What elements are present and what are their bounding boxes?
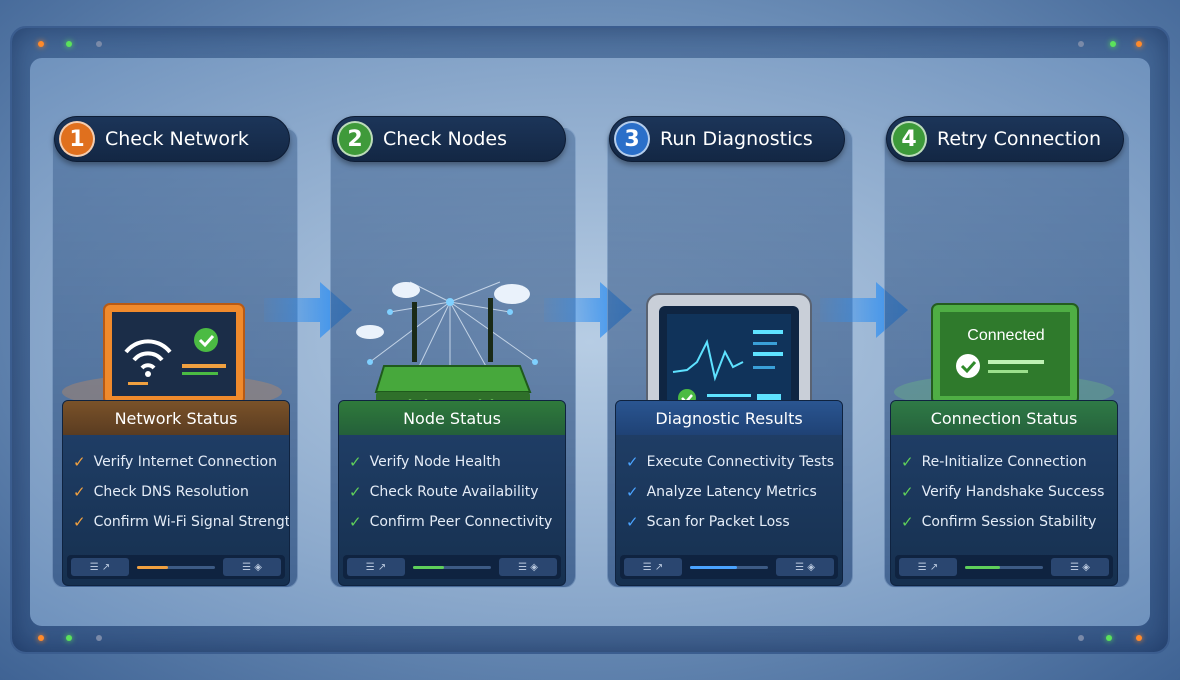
status-panel: Connection Status ✓ Re-Initialize Connect… xyxy=(890,400,1118,586)
step-header[interactable]: 3 Run Diagnostics xyxy=(609,116,845,162)
step-card-retry-connection: 4 Retry Connection Connected Connection … xyxy=(884,112,1152,588)
checklist-item: ✓ Confirm Wi-Fi Signal Strength xyxy=(73,507,289,537)
progress-slider[interactable] xyxy=(690,565,768,569)
check-icon: ✓ xyxy=(349,483,362,501)
checklist-item-label: Execute Connectivity Tests xyxy=(646,454,835,470)
settings-button[interactable]: ☰ ◈ xyxy=(1051,558,1109,576)
check-icon: ✓ xyxy=(901,483,914,501)
status-panel: Node Status ✓ Verify Node Health ✓ Check R… xyxy=(338,400,566,586)
status-panel-title: Connection Status xyxy=(891,401,1117,435)
status-led-icon xyxy=(1106,635,1112,641)
progress-slider[interactable] xyxy=(965,565,1043,569)
check-icon: ✓ xyxy=(626,453,639,471)
checklist-item-label: Re-Initialize Connection xyxy=(921,454,1087,470)
status-panel-title: Network Status xyxy=(63,401,289,435)
step-header[interactable]: 4 Retry Connection xyxy=(886,116,1124,162)
checklist-item-label: Confirm Wi-Fi Signal Strength xyxy=(93,514,290,530)
connected-screen-text: Connected xyxy=(967,327,1044,344)
checklist: ✓ Verify Node Health ✓ Check Route Availab… xyxy=(339,435,565,537)
laptop-wifi-icon xyxy=(62,303,282,422)
checklist-item: ✓ Check DNS Resolution xyxy=(73,477,289,507)
step-title: Check Network xyxy=(105,128,249,150)
laptop-connected-icon: Connected xyxy=(894,303,1114,422)
progress-slider[interactable] xyxy=(413,565,491,569)
checklist-item: ✓ Execute Connectivity Tests xyxy=(626,447,842,477)
step-card-run-diagnostics: 3 Run Diagnostics Diagnostic Results ✓ Ex… xyxy=(607,112,875,588)
step-number-badge: 2 xyxy=(337,121,373,157)
checklist: ✓ Re-Initialize Connection ✓ Verify Handsh… xyxy=(891,435,1117,537)
settings-button[interactable]: ☰ ◈ xyxy=(223,558,281,576)
checklist-item: ✓ Scan for Packet Loss xyxy=(626,507,842,537)
step-number-badge: 1 xyxy=(59,121,95,157)
step-title: Retry Connection xyxy=(937,128,1102,150)
status-led-icon xyxy=(38,635,44,641)
checklist-item-label: Confirm Session Stability xyxy=(921,514,1097,530)
check-icon: ✓ xyxy=(901,453,914,471)
step-title: Run Diagnostics xyxy=(660,128,813,150)
check-icon: ✓ xyxy=(626,483,639,501)
menu-button[interactable]: ☰ ↗ xyxy=(624,558,682,576)
status-led-icon xyxy=(38,41,44,47)
status-led-icon xyxy=(1136,635,1142,641)
menu-button[interactable]: ☰ ↗ xyxy=(899,558,957,576)
control-bar: ☰ ↗ ☰ ◈ xyxy=(67,555,285,579)
checklist-item: ✓ Check Route Availability xyxy=(349,477,565,507)
check-icon: ✓ xyxy=(901,513,914,531)
checklist-item: ✓ Confirm Session Stability xyxy=(901,507,1117,537)
checklist-item: ✓ Verify Handshake Success xyxy=(901,477,1117,507)
checklist-item-label: Check DNS Resolution xyxy=(93,484,249,500)
checklist-item: ✓ Verify Node Health xyxy=(349,447,565,477)
step-card-check-network: 1 Check Network Network Status ✓ Verify I… xyxy=(52,112,320,588)
check-icon: ✓ xyxy=(349,513,362,531)
checklist-item-label: Verify Node Health xyxy=(369,454,501,470)
control-bar: ☰ ↗ ☰ ◈ xyxy=(343,555,561,579)
status-led-icon xyxy=(1136,41,1142,47)
step-title: Check Nodes xyxy=(383,128,507,150)
status-led-icon xyxy=(1110,41,1116,47)
status-panel: Diagnostic Results ✓ Execute Connectivity… xyxy=(615,400,843,586)
checklist-item-label: Scan for Packet Loss xyxy=(646,514,790,530)
check-icon: ✓ xyxy=(73,513,86,531)
progress-slider[interactable] xyxy=(137,565,215,569)
menu-button[interactable]: ☰ ↗ xyxy=(71,558,129,576)
status-led-icon xyxy=(1078,635,1084,641)
checklist-item-label: Verify Handshake Success xyxy=(921,484,1105,500)
checklist: ✓ Execute Connectivity Tests ✓ Analyze Lat… xyxy=(616,435,842,537)
status-led-icon xyxy=(66,635,72,641)
status-panel-title: Node Status xyxy=(339,401,565,435)
router-network-icon xyxy=(356,281,544,422)
status-panel: Network Status ✓ Verify Internet Connecti… xyxy=(62,400,290,586)
checklist-item: ✓ Re-Initialize Connection xyxy=(901,447,1117,477)
checklist-item-label: Analyze Latency Metrics xyxy=(646,484,817,500)
checklist: ✓ Verify Internet Connection ✓ Check DNS R… xyxy=(63,435,289,537)
status-panel-title: Diagnostic Results xyxy=(616,401,842,435)
step-number-badge: 4 xyxy=(891,121,927,157)
control-bar: ☰ ↗ ☰ ◈ xyxy=(895,555,1113,579)
status-led-icon xyxy=(66,41,72,47)
checklist-item: ✓ Analyze Latency Metrics xyxy=(626,477,842,507)
step-number-badge: 3 xyxy=(614,121,650,157)
checklist-item: ✓ Verify Internet Connection xyxy=(73,447,289,477)
settings-button[interactable]: ☰ ◈ xyxy=(776,558,834,576)
control-bar: ☰ ↗ ☰ ◈ xyxy=(620,555,838,579)
check-icon: ✓ xyxy=(349,453,362,471)
status-led-icon xyxy=(96,635,102,641)
status-led-icon xyxy=(96,41,102,47)
diagnostic-monitor-icon xyxy=(646,293,812,422)
checklist-item-label: Check Route Availability xyxy=(369,484,539,500)
check-icon: ✓ xyxy=(626,513,639,531)
step-header[interactable]: 2 Check Nodes xyxy=(332,116,566,162)
checklist-item-label: Confirm Peer Connectivity xyxy=(369,514,553,530)
checklist-item: ✓ Confirm Peer Connectivity xyxy=(349,507,565,537)
check-icon: ✓ xyxy=(73,453,86,471)
step-card-check-nodes: 2 Check Nodes Node Status ✓ Verify Node H… xyxy=(330,112,598,588)
checklist-item-label: Verify Internet Connection xyxy=(93,454,277,470)
menu-button[interactable]: ☰ ↗ xyxy=(347,558,405,576)
check-icon: ✓ xyxy=(73,483,86,501)
settings-button[interactable]: ☰ ◈ xyxy=(499,558,557,576)
step-header[interactable]: 1 Check Network xyxy=(54,116,290,162)
status-led-icon xyxy=(1078,41,1084,47)
